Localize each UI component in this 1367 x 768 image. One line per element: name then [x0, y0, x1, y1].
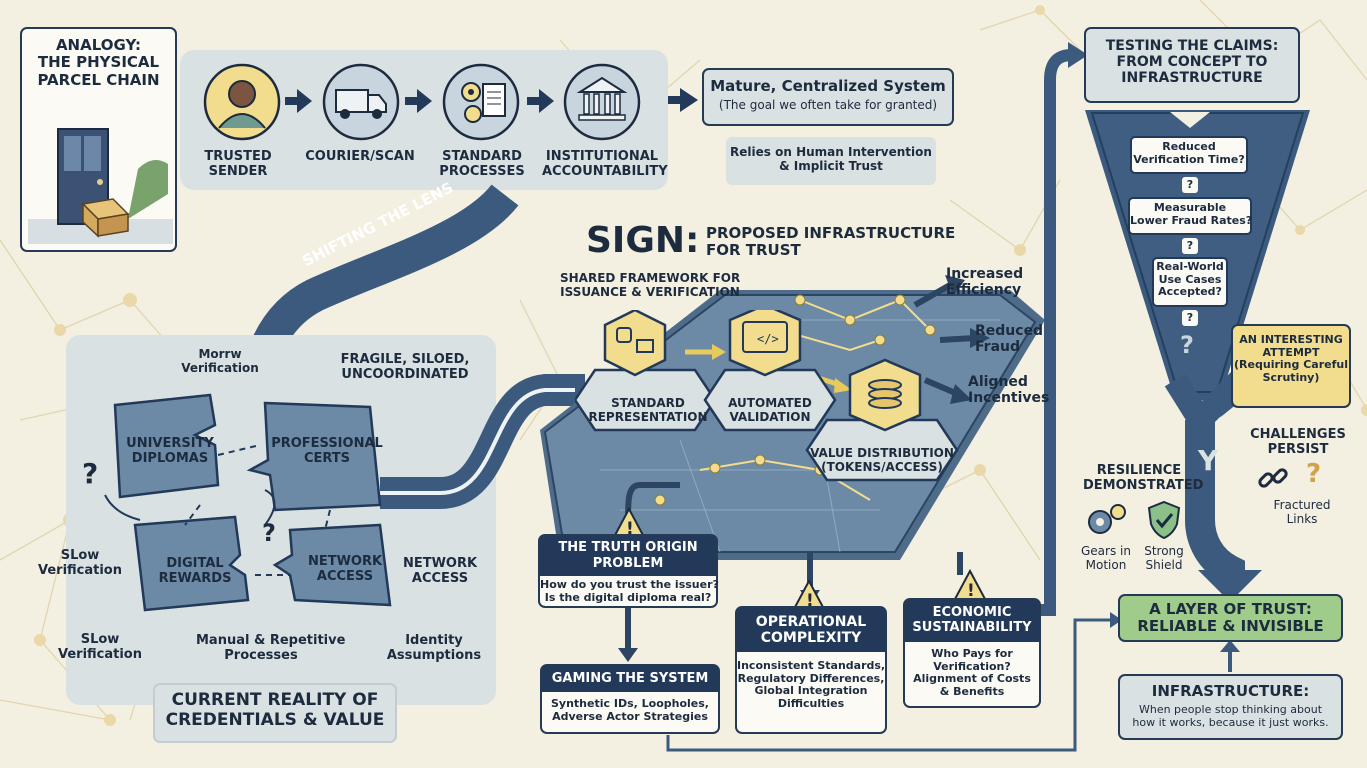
infrastructure-box: INFRASTRUCTURE: When people stop thinkin… [1118, 674, 1343, 740]
broken-chain-icon [1258, 468, 1288, 488]
current-reality-title-box: CURRENT REALITY OF CREDENTIALS & VALUE [153, 683, 397, 743]
mature-system-subtitle: (The goal we often take for granted) [718, 98, 938, 112]
operational-complexity-title: OPERATIONAL COMPLEXITY [737, 608, 885, 652]
sign-hexagons: </> [575, 310, 959, 482]
question-marker: ? [1182, 310, 1198, 326]
operational-complexity-box: OPERATIONAL COMPLEXITY Inconsistent Stan… [735, 606, 887, 734]
analogy-step-institutional: INSTITUTIONAL ACCOUNTABILITY [542, 62, 668, 179]
truth-origin-title: THE TRUTH ORIGIN PROBLEM [540, 536, 716, 576]
analogy-step-standard-processes: STANDARD PROCESSES [432, 62, 532, 179]
person-icon [203, 63, 281, 141]
economic-sustainability-box: ECONOMIC SUSTAINABILITY Who Pays for Ver… [903, 598, 1041, 708]
current-reality-title: CURRENT REALITY OF CREDENTIALS & VALUE [165, 690, 385, 730]
analogy-card: ANALOGY: THE PHYSICAL PARCEL CHAIN [20, 27, 177, 252]
gears-motion-label: Gears in Motion [1081, 544, 1131, 572]
strong-shield-label: Strong Shield [1144, 544, 1184, 572]
svg-text:!: ! [967, 581, 975, 601]
analogy-title: ANALOGY: THE PHYSICAL PARCEL CHAIN [37, 36, 160, 89]
identity-assumptions-label: Identity Assumptions [386, 633, 482, 663]
question-box-use-cases: Real-World Use Cases Accepted? [1152, 257, 1228, 307]
svg-text:!: ! [626, 519, 634, 539]
question-mark-icon: ? [262, 519, 276, 547]
analogy-step-label: STANDARD PROCESSES [439, 149, 525, 179]
mature-system-box: Mature, Centralized System (The goal we … [702, 68, 954, 126]
doorstep-parcel-icon [28, 128, 173, 244]
truth-origin-body: How do you trust the issuer? Is the digi… [540, 578, 719, 604]
piece-digital-rewards: DIGITAL REWARDS [158, 556, 232, 586]
question-text: Real-World Use Cases Accepted? [1156, 260, 1224, 299]
mature-system-note: Relies on Human Intervention & Implicit … [730, 145, 932, 173]
interesting-attempt-box: AN INTERESTING ATTEMPT (Requiring Carefu… [1231, 324, 1351, 408]
institution-building-icon [563, 63, 641, 141]
operational-complexity-body: Inconsistent Standards, Regulatory Diffe… [737, 659, 886, 710]
layer-of-trust-box: A LAYER OF TRUST: RELIABLE & INVISIBLE [1118, 594, 1343, 642]
gaming-system-box: GAMING THE SYSTEM Synthetic IDs, Loophol… [540, 664, 720, 734]
morrw-verification-label: Morrw Verification [181, 347, 259, 375]
puzzle-pieces [104, 393, 392, 612]
infrastructure-title: INFRASTRUCTURE: [1151, 682, 1310, 700]
sign-subtitle: PROPOSED INFRASTRUCTURE FOR TRUST [706, 224, 956, 260]
interesting-attempt-text: AN INTERESTING ATTEMPT (Requiring Carefu… [1234, 333, 1348, 384]
outcome-fraud: Reduced Fraud [975, 323, 1044, 356]
outcome-efficiency: Increased Efficiency [946, 266, 1024, 299]
question-mark-icon: ? [1306, 459, 1322, 489]
shield-icon [1147, 500, 1181, 540]
gaming-system-title: GAMING THE SYSTEM [542, 666, 718, 692]
economic-sustainability-body: Who Pays for Verification? Alignment of … [913, 647, 1031, 698]
funnel-big-question-icon: ? [1180, 331, 1194, 359]
economic-sustainability-title: ECONOMIC SUSTAINABILITY [905, 600, 1039, 642]
network-access-label: NETWORK ACCESS [402, 556, 478, 586]
fractured-links-label: Fractured Links [1273, 498, 1331, 526]
question-text: Measurable Lower Fraud Rates? [1130, 201, 1253, 227]
slow-verification-label: SLow Verification [57, 632, 142, 662]
sign-framework-label: SHARED FRAMEWORK FOR ISSUANCE & VERIFICA… [560, 271, 741, 299]
sign-title: SIGN: [586, 220, 700, 261]
analogy-step-label: TRUSTED SENDER [204, 149, 272, 179]
gaming-system-body: Synthetic IDs, Loopholes, Adverse Actor … [551, 697, 709, 723]
piece-network-access: NETWORK ACCESS [307, 554, 383, 584]
question-box-verification-time: Reduced Verification Time? [1130, 136, 1248, 174]
piece-university-diplomas: UNIVERSITY DIPLOMAS [126, 436, 214, 466]
question-marker: ? [1182, 238, 1198, 254]
manual-processes-label: Manual & Repetitive Processes [196, 633, 346, 663]
hex-automated-validation: AUTOMATED VALIDATION [728, 396, 812, 424]
testing-title: TESTING THE CLAIMS: FROM CONCEPT TO INFR… [1105, 38, 1279, 87]
hex-value-distribution: VALUE DISTRIBUTION (TOKENS/ACCESS) [810, 446, 954, 474]
analogy-step-trusted-sender: TRUSTED SENDER [198, 62, 288, 179]
warning-icon: ! [953, 569, 987, 601]
question-marker: ? [1182, 177, 1198, 193]
mature-system-title: Mature, Centralized System [710, 77, 946, 95]
testing-title-box: TESTING THE CLAIMS: FROM CONCEPT TO INFR… [1084, 27, 1300, 103]
analogy-step-label: COURIER/SCAN [305, 149, 415, 164]
truth-origin-box: THE TRUTH ORIGIN PROBLEM How do you trus… [538, 534, 719, 608]
analogy-step-courier: COURIER/SCAN [305, 62, 420, 172]
svg-text:!: ! [806, 591, 814, 611]
delivery-truck-icon [322, 63, 400, 141]
analogy-step-label: INSTITUTIONAL ACCOUNTABILITY [542, 149, 668, 179]
fragile-label: FRAGILE, SILOED, UNCOORDINATED [340, 352, 470, 382]
question-text: Reduced Verification Time? [1133, 140, 1245, 166]
question-box-fraud-rates: Measurable Lower Fraud Rates? [1128, 197, 1252, 235]
layer-of-trust-text: A LAYER OF TRUST: RELIABLE & INVISIBLE [1137, 600, 1324, 636]
infrastructure-body: When people stop thinking about how it w… [1132, 703, 1329, 729]
fork-y-label: Y [1198, 444, 1219, 477]
challenges-persist-label: CHALLENGES PERSIST [1250, 427, 1346, 457]
svg-text:</>: </> [757, 332, 779, 346]
hex-standard-representation: STANDARD REPRESENTATION [588, 396, 708, 424]
mature-system-note-box: Relies on Human Intervention & Implicit … [726, 137, 936, 185]
gears-document-icon [442, 63, 520, 141]
outcome-incentives: Aligned Incentives [968, 374, 1050, 407]
resilience-label: RESILIENCE DEMONSTRATED [1083, 463, 1204, 493]
question-mark-icon: ? [82, 457, 99, 490]
slow-verification-label: SLow Verification [37, 548, 122, 578]
piece-professional-certs: PROFESSIONAL CERTS [271, 436, 383, 466]
gears-icon [1088, 504, 1126, 534]
